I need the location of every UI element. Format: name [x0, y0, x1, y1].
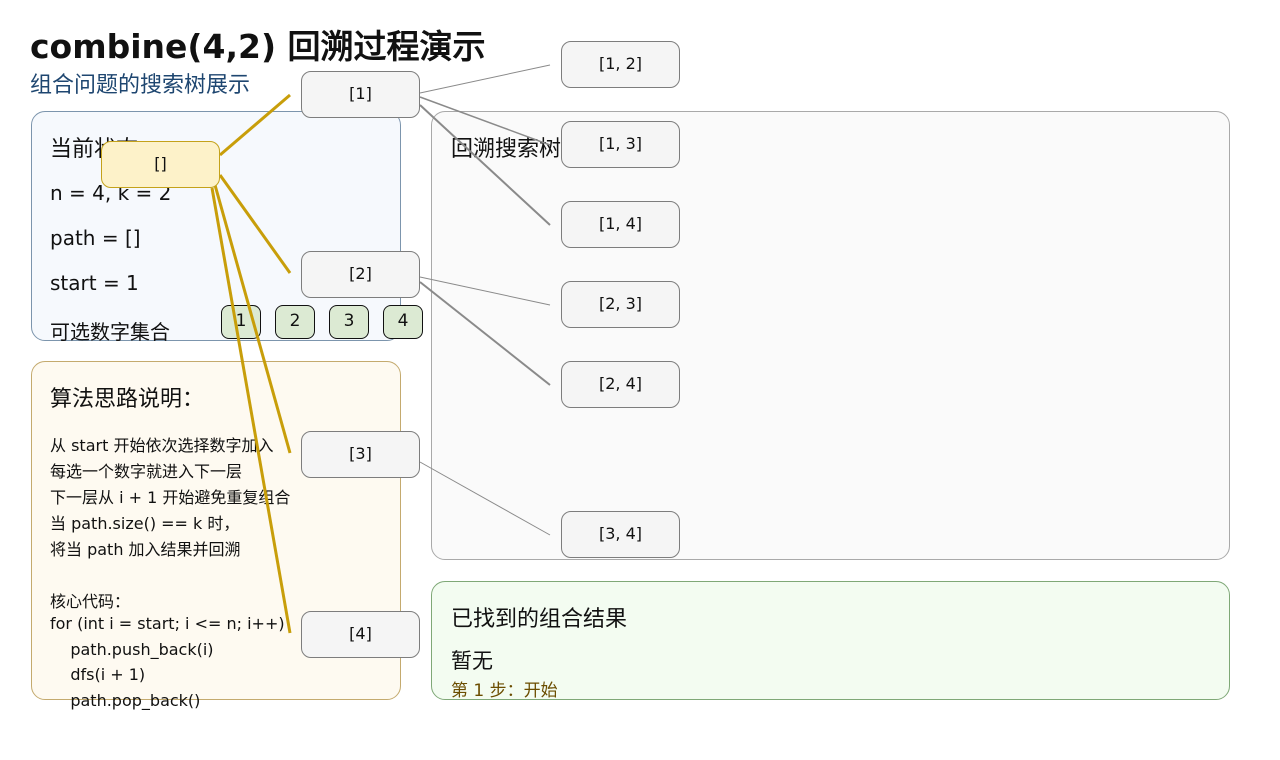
- number-chip-1: 1: [221, 305, 261, 339]
- tree-node-level2: [2, 3]: [561, 281, 680, 328]
- tree-node-level2: [1, 3]: [561, 121, 680, 168]
- edge-2-to-23: [419, 276, 551, 306]
- code-line: dfs(i + 1): [50, 665, 146, 684]
- code-line: path.push_back(i): [50, 640, 214, 659]
- code-line: path.pop_back(): [50, 691, 201, 710]
- edge-3-to-34: [419, 461, 551, 536]
- number-chip-3: 3: [329, 305, 369, 339]
- step-indicator: 第 1 步：开始: [451, 681, 558, 701]
- edge-root-to-3: [213, 184, 292, 454]
- result-panel: [431, 581, 1230, 700]
- algorithm-line: 当 path.size() == k 时，: [50, 514, 240, 533]
- algorithm-line: 从 start 开始依次选择数字加入: [50, 436, 274, 455]
- state-numbers-label: 可选数字集合: [50, 320, 170, 344]
- edge-root-to-2: [218, 174, 292, 274]
- tree-node-root: []: [101, 141, 220, 188]
- tree-node-level2: [1, 2]: [561, 41, 680, 88]
- algorithm-panel-title: 算法思路说明：: [50, 387, 205, 412]
- edge-root-to-4: [210, 187, 292, 634]
- tree-node-level2: [1, 4]: [561, 201, 680, 248]
- tree-node-level1: [3]: [301, 431, 420, 478]
- page-title: combine(4,2) 回溯过程演示: [30, 27, 486, 66]
- result-value: 暂无: [451, 649, 493, 673]
- state-path: path = []: [50, 226, 141, 250]
- edge-2-to-24: [419, 281, 551, 386]
- tree-node-level2: [2, 4]: [561, 361, 680, 408]
- search-tree-panel: [431, 111, 1230, 560]
- tree-node-level2: [3, 4]: [561, 511, 680, 558]
- page-subtitle: 组合问题的搜索树展示: [30, 73, 251, 98]
- edge-1-to-12: [419, 64, 551, 94]
- state-start: start = 1: [50, 271, 139, 295]
- code-title: 核心代码：: [50, 592, 131, 611]
- edge-root-to-1: [219, 93, 291, 157]
- tree-node-level1: [1]: [301, 71, 420, 118]
- algorithm-line: 下一层从 i + 1 开始避免重复组合: [50, 488, 291, 507]
- result-panel-title: 已找到的组合结果: [451, 607, 628, 632]
- edge-1-to-13: [419, 96, 551, 146]
- tree-node-level1: [4]: [301, 611, 420, 658]
- number-chip-4: 4: [383, 305, 423, 339]
- tree-node-level1: [2]: [301, 251, 420, 298]
- number-chip-2: 2: [275, 305, 315, 339]
- edge-1-to-14: [419, 104, 551, 226]
- algorithm-line: 每选一个数字就进入下一层: [50, 462, 243, 481]
- algorithm-line: 将当 path 加入结果并回溯: [50, 540, 241, 559]
- code-line: for (int i = start; i <= n; i++): [50, 614, 285, 633]
